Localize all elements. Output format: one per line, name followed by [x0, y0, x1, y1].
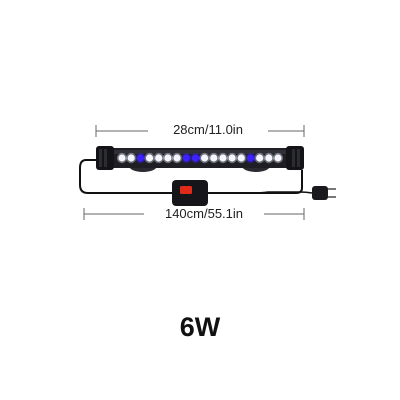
- led-blue: [246, 154, 255, 162]
- power-cable: [79, 159, 172, 194]
- led-white: [155, 154, 163, 162]
- led-white: [118, 154, 126, 162]
- led-white: [127, 154, 135, 162]
- inline-switch: [172, 180, 208, 206]
- led-blue: [191, 154, 200, 162]
- led-white: [173, 154, 181, 162]
- led-row: [116, 152, 284, 164]
- led-white: [210, 154, 218, 162]
- end-cap-right: [286, 146, 304, 170]
- plug-cable: [208, 191, 313, 194]
- length-label: 28cm/11.0in: [148, 122, 268, 137]
- led-white: [256, 154, 264, 162]
- led-white: [164, 154, 172, 162]
- led-blue: [182, 154, 190, 162]
- led-blue: [136, 154, 144, 162]
- end-cap-left: [96, 146, 114, 170]
- led-white: [274, 154, 282, 162]
- led-tube: [110, 148, 290, 168]
- cable-length-label: 140cm/55.1in: [144, 206, 264, 221]
- led-white: [200, 154, 209, 162]
- led-white: [237, 154, 245, 162]
- power-cable-right: [208, 170, 303, 194]
- led-white: [228, 154, 236, 162]
- power-plug-icon: [312, 186, 336, 200]
- led-white: [145, 154, 154, 162]
- led-white: [219, 154, 227, 162]
- power-rating-label: 6W: [179, 312, 221, 342]
- led-white: [265, 154, 273, 162]
- switch-button-icon: [180, 186, 192, 194]
